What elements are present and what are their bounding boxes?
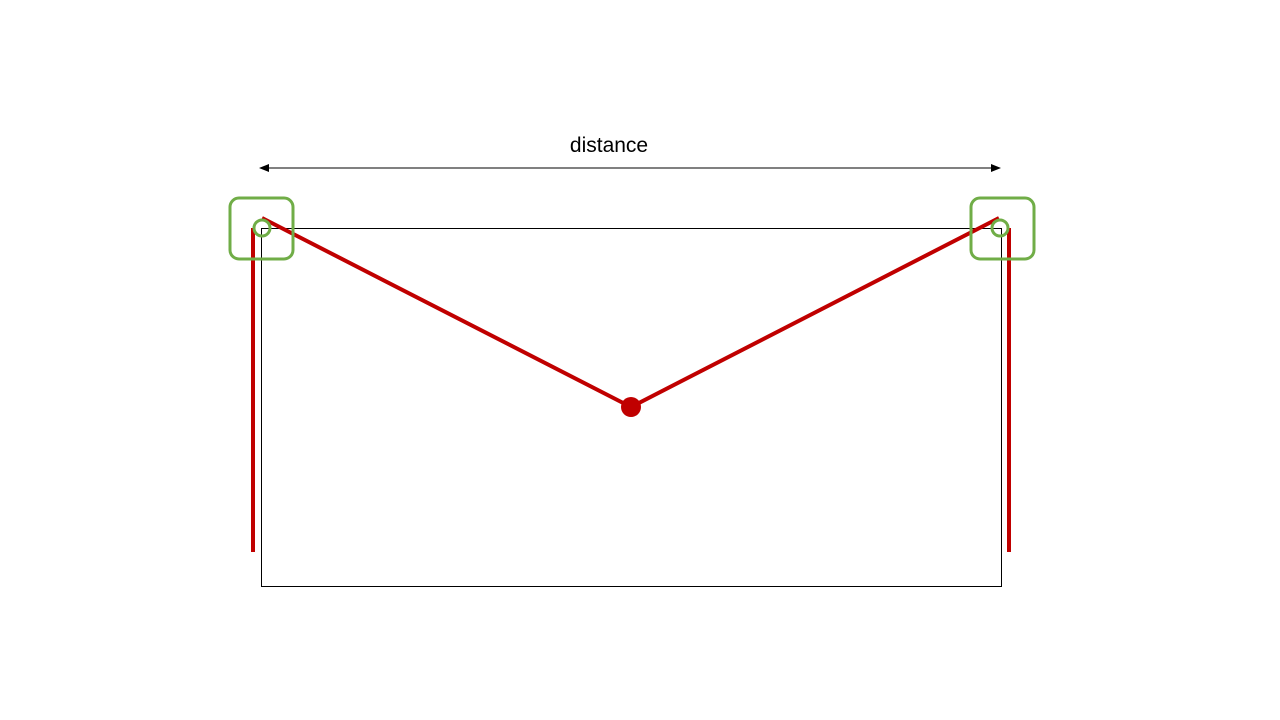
right-pulley-wheel (990, 218, 1010, 238)
center-weight-point (621, 397, 641, 417)
frame-rectangle (261, 228, 1002, 587)
right-pulley-highlight-box (969, 196, 1036, 261)
right-pulley (969, 196, 1036, 261)
distance-label: distance (570, 134, 648, 157)
left-pulley-highlight-box (228, 196, 295, 261)
left-pulley (228, 196, 295, 261)
left-pulley-wheel (252, 218, 272, 238)
v-cable (261, 216, 1000, 409)
